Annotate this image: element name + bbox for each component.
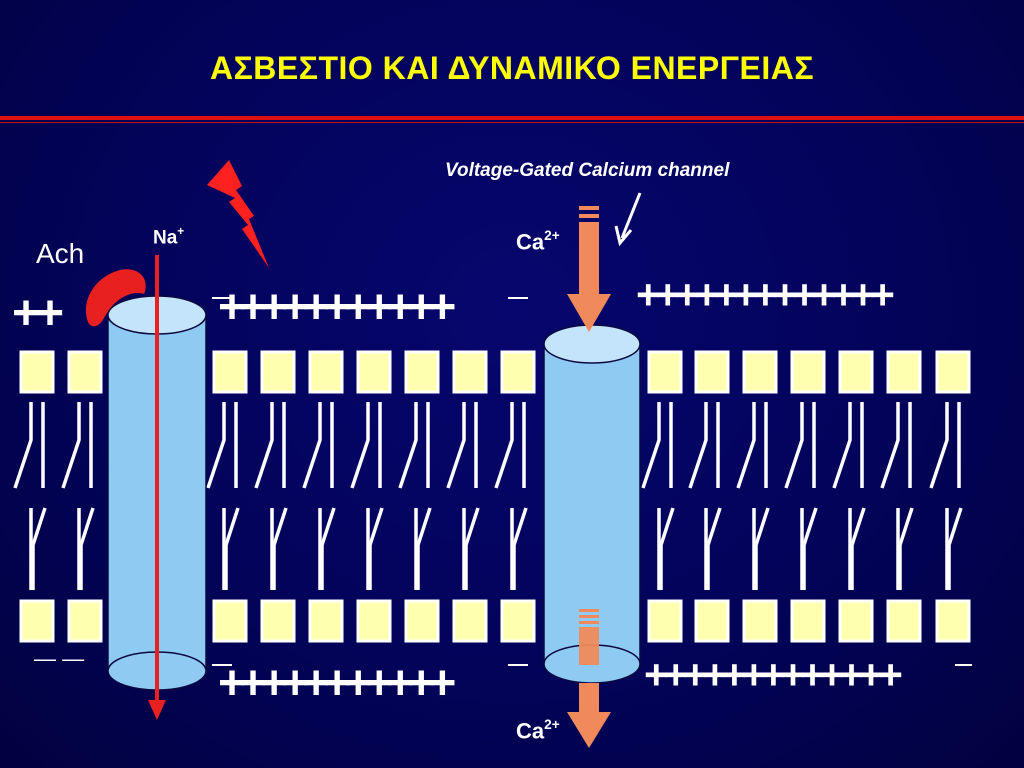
lipid-head — [790, 350, 826, 394]
lipid-head — [500, 599, 536, 643]
lipid-tail — [79, 507, 95, 590]
lipid-head — [356, 599, 392, 643]
lipid-head — [694, 350, 730, 394]
calcium-charge: 2+ — [544, 716, 560, 732]
lipid-head — [935, 350, 971, 394]
lipid-tail — [659, 507, 675, 590]
lipid-tail — [13, 402, 33, 489]
lipid-head — [647, 599, 683, 643]
lipid-head — [838, 599, 874, 643]
channel-label: Voltage-Gated Calcium channel — [445, 160, 730, 181]
lipid-tail — [302, 402, 322, 489]
lightning-bolt-icon — [207, 160, 269, 268]
sodium-symbol: Na — [153, 227, 178, 249]
lipid-head — [647, 350, 683, 394]
lipid-tail — [61, 402, 81, 489]
lipid-head — [308, 599, 344, 643]
left-top-charges: ++ — [12, 287, 64, 340]
left-bottom-charges: — — — [34, 646, 85, 671]
lipid-tail — [494, 402, 514, 489]
lipid-head — [356, 350, 392, 394]
sodium-label: Na+ — [153, 224, 185, 249]
lipid-tail — [512, 507, 528, 590]
lipid-tail — [736, 402, 756, 489]
lipid-head — [19, 350, 55, 394]
calcium-label-bottom: Ca2+ — [516, 716, 560, 744]
lipid-tail — [706, 507, 722, 590]
lipid-tail — [832, 402, 852, 489]
calcium-symbol: Ca — [516, 229, 545, 255]
lipid-head — [404, 599, 440, 643]
calcium-outward-arrow-icon — [567, 609, 611, 748]
lipid-tail — [688, 402, 708, 489]
calcium-label-top: Ca2+ — [516, 227, 560, 255]
lipid-tail — [398, 402, 418, 489]
lipid-tail — [446, 402, 466, 489]
lipid-head — [935, 599, 971, 643]
ach-molecule-icon — [85, 269, 146, 327]
lipid-head — [694, 599, 730, 643]
title-underline-thin — [0, 122, 1024, 123]
charge-dashes — [212, 297, 972, 666]
title-underline — [0, 116, 1024, 120]
lipid-tail — [31, 507, 47, 590]
lipid-tails — [13, 402, 963, 590]
lipid-head — [838, 350, 874, 394]
lipid-tail — [929, 402, 949, 489]
lipid-heads — [19, 350, 971, 643]
lipid-tail — [350, 402, 370, 489]
slide-title: ΑΣΒΕΣΤΙΟ ΚΑΙ ΔΥΝΑΜΙΚΟ ΕΝΕΡΓΕΙΑΣ — [209, 50, 815, 86]
lipid-tail — [850, 507, 866, 590]
lipid-tail — [880, 402, 900, 489]
lipid-head — [452, 599, 488, 643]
lipid-tail — [802, 507, 818, 590]
lipid-head — [886, 599, 922, 643]
channel-pointer-arrow-icon — [614, 192, 642, 247]
lipid-head — [500, 350, 536, 394]
lipid-head — [308, 350, 344, 394]
lipid-tail — [416, 507, 432, 590]
lipid-head — [742, 599, 778, 643]
calcium-charge: 2+ — [544, 227, 560, 243]
right-bottom-charges: +++++++++++++ — [644, 651, 903, 698]
lipid-tail — [224, 507, 240, 590]
lipid-tail — [368, 507, 384, 590]
lipid-head — [404, 350, 440, 394]
lipid-head — [742, 350, 778, 394]
lipid-head — [212, 350, 248, 394]
lipid-head — [260, 599, 296, 643]
lipid-head — [19, 599, 55, 643]
lipid-tail — [464, 507, 480, 590]
sodium-charge: + — [177, 224, 185, 238]
calcium-symbol: Ca — [516, 718, 545, 744]
lipid-tail — [206, 402, 226, 489]
lipid-head — [886, 350, 922, 394]
lipid-head — [452, 350, 488, 394]
lipid-tail — [898, 507, 914, 590]
middle-bottom-charges: +++++++++++ — [218, 657, 456, 710]
lipid-head — [790, 599, 826, 643]
right-top-charges: +++++++++++++ — [636, 271, 895, 318]
lipid-tail — [320, 507, 336, 590]
lipid-head — [67, 350, 103, 394]
lipid-tail — [272, 507, 288, 590]
lipid-tail — [784, 402, 804, 489]
lipid-head — [260, 350, 296, 394]
lipid-head — [67, 599, 103, 643]
lipid-tail — [254, 402, 274, 489]
lipid-tail — [754, 507, 770, 590]
lipid-head — [212, 599, 248, 643]
middle-top-charges: +++++++++++ — [218, 281, 456, 334]
sodium-arrow-icon — [148, 255, 166, 720]
lipid-tail — [641, 402, 661, 489]
calcium-inward-arrow-icon — [567, 206, 611, 332]
lipid-tail — [947, 507, 963, 590]
ach-label: Ach — [36, 238, 85, 269]
